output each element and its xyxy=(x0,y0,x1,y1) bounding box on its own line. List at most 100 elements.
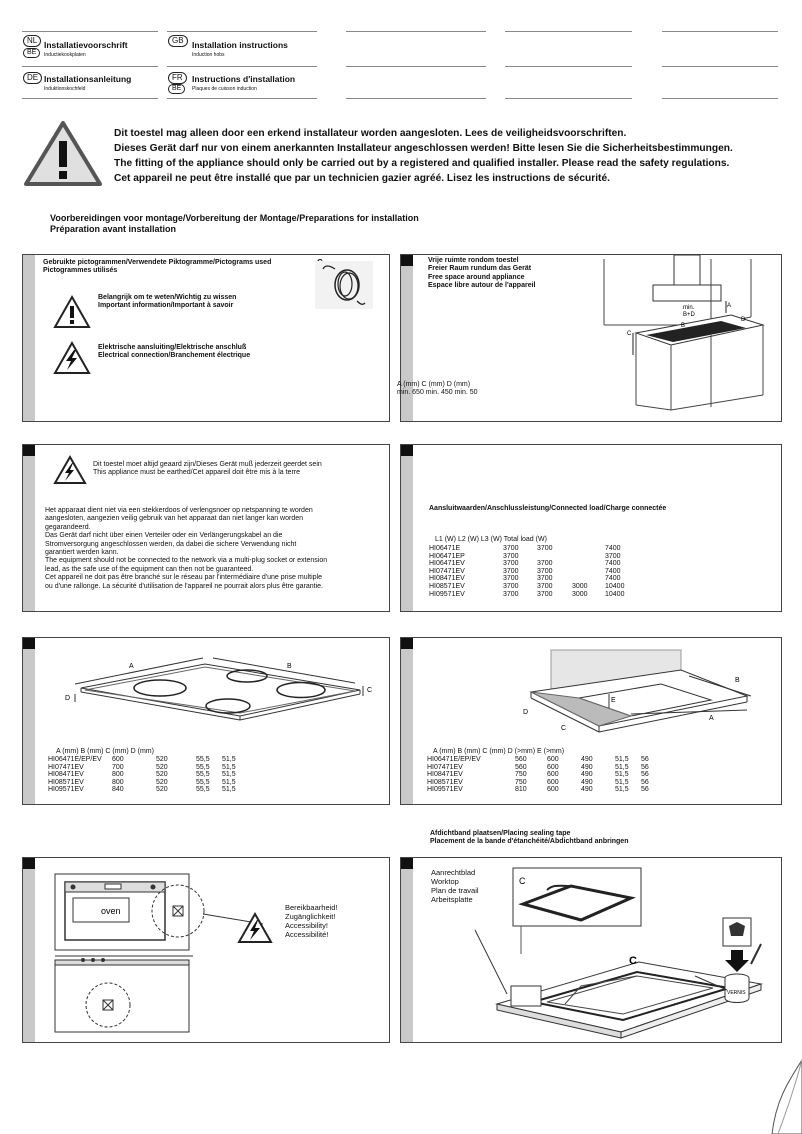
value-cell: 750 xyxy=(515,778,527,786)
value-cell xyxy=(572,545,605,553)
earthing-body-line: gegarandeerd. xyxy=(45,523,91,531)
connected-load-title: Aansluitwaarden/Anschlussleistung/Connec… xyxy=(429,505,667,512)
free-space-line: Espace libre autour de l'appareil xyxy=(428,282,536,290)
sealing-heading-line: Afdichtband plaatsen/Placing sealing tap… xyxy=(430,830,571,837)
model-cell: HI09571EV xyxy=(429,590,465,598)
important-text: Important information/Important à savoir xyxy=(98,302,234,310)
hob-dims-header: A (mm) B (mm) C (mm) D (mm) xyxy=(56,748,154,755)
hob-diagram: A B C D xyxy=(65,657,372,721)
value-cell xyxy=(537,553,572,561)
language-title: Installatievoorschrift xyxy=(44,40,128,50)
value-cell: 3700 xyxy=(537,590,553,598)
language-subtitle: Inductiekookplaten xyxy=(44,52,86,58)
model-cell: HI08471EV xyxy=(429,575,465,583)
model-cell: HI08471EV xyxy=(48,771,84,779)
value-cell: 51,5 xyxy=(615,786,629,794)
panel-cutout-dimensions: B A C D E A (mm) B (mm) C (mm) D (>mm) E… xyxy=(400,637,782,805)
diagram-label: B xyxy=(735,677,740,684)
value-cell: 10400 xyxy=(605,582,625,590)
value-cell: 490 xyxy=(581,763,593,771)
worktop-label: Arbeitsplatte xyxy=(431,895,473,904)
c-small-label: C xyxy=(519,876,526,886)
value-cell: 750 xyxy=(515,771,527,779)
panel-strip xyxy=(401,638,413,804)
panel-corner xyxy=(401,255,413,266)
badge-fr: FR xyxy=(168,72,187,84)
header-cell: L3 (W) xyxy=(480,536,502,543)
free-space-line: Free space around appliance xyxy=(428,273,525,281)
earthing-body-line: Cet appareil ne doit pas être branché su… xyxy=(45,574,322,582)
sealing-heading: Afdichtband plaatsen/Placing sealing tap… xyxy=(430,830,628,847)
panel-strip xyxy=(23,638,35,804)
warning-line: Dit toestel mag alleen door een erkend i… xyxy=(114,128,627,139)
value-cell: 600 xyxy=(547,763,559,771)
diagram-label: C xyxy=(627,331,632,337)
diagram-label: A xyxy=(129,663,134,670)
value-cell: 51,5 xyxy=(615,756,629,763)
value-cell: 51,5 xyxy=(615,771,629,779)
electric-warning-icon xyxy=(237,911,273,943)
value-cell: 51,5 xyxy=(222,778,236,786)
value-cell: 520 xyxy=(156,786,168,794)
vernis-label: VERNIS xyxy=(727,990,746,996)
diagram-label: A xyxy=(709,715,714,722)
earthing-warning: This appliance must be earthed/Cet appar… xyxy=(93,469,300,477)
value-cell: 490 xyxy=(581,771,593,779)
value-cell: 10400 xyxy=(605,590,625,598)
panel-connected-load: Aansluitwaarden/Anschlussleistung/Connec… xyxy=(400,444,782,612)
value-cell: 520 xyxy=(156,756,168,763)
value-cell: 3700 xyxy=(537,575,553,583)
value-cell: 56 xyxy=(641,763,649,771)
value-cell: 3700 xyxy=(537,560,553,568)
diagram-label: D xyxy=(523,709,528,716)
value-cell: 600 xyxy=(112,756,124,763)
panel-sealing-tape: Aanrechtblad Worktop Plan de travail Arb… xyxy=(400,857,782,1043)
value-cell: 3700 xyxy=(605,552,621,560)
value-cell: 3700 xyxy=(503,590,519,598)
earthing-body-line: Stromversorgung angeschlossen werden, da… xyxy=(45,540,297,548)
pictograms-title: Pictogrammes utilisés xyxy=(43,267,118,275)
accessibility-line: Accessibility! xyxy=(285,921,328,930)
warning-line: The fitting of the appliance should only… xyxy=(114,158,730,169)
value-cell: 3700 xyxy=(503,560,519,568)
value-cell: 51,5 xyxy=(222,771,236,779)
badge-be: BE xyxy=(168,84,186,94)
important-text: Belangrijk om te weten/Wichtig zu wissen xyxy=(98,294,237,301)
cutout-diagram: B A C D E xyxy=(523,649,752,733)
value-cell: 600 xyxy=(547,778,559,786)
sealing-heading-line: Placement de la bande d'étanchéité/Abdic… xyxy=(430,838,629,846)
value-cell: 51,5 xyxy=(222,786,236,794)
accessibility-line: Bereikbaarheid! xyxy=(285,903,338,912)
earthing-body-line: garantiert werden kann. xyxy=(45,549,119,557)
worktop-label: Aanrechtblad xyxy=(431,868,476,877)
model-cell: HI06471E/EP/EV xyxy=(48,756,102,763)
diagram-label: B+D xyxy=(683,312,696,318)
diagram-label: min. xyxy=(683,305,695,311)
badge-nl: NL xyxy=(23,35,42,47)
earthing-body-line: Das Gerät darf nicht über einen Verteile… xyxy=(45,532,283,540)
earthing-body-line: Het apparaat dient niet via een stekkerd… xyxy=(45,507,313,514)
earthing-body-line: The equipment should not be connected to… xyxy=(45,557,328,565)
value-cell: 490 xyxy=(581,756,593,763)
panel-strip xyxy=(401,255,413,421)
value-cell xyxy=(572,553,605,561)
worktop-label: Worktop xyxy=(431,877,459,886)
kitchen-clearance-diagram: min. B+D A B C D xyxy=(603,254,765,411)
pictograms-title: Gebruikte pictogrammen/Verwendete Piktog… xyxy=(43,259,272,266)
value-cell: 7400 xyxy=(605,560,621,568)
c-large-label: C xyxy=(629,955,637,967)
diagram-label: A xyxy=(727,303,731,309)
electric-text: Elektrische aansluiting/Elektrische ansc… xyxy=(98,344,247,351)
value-cell: 55,5 xyxy=(196,771,210,779)
value-cell xyxy=(572,560,605,568)
